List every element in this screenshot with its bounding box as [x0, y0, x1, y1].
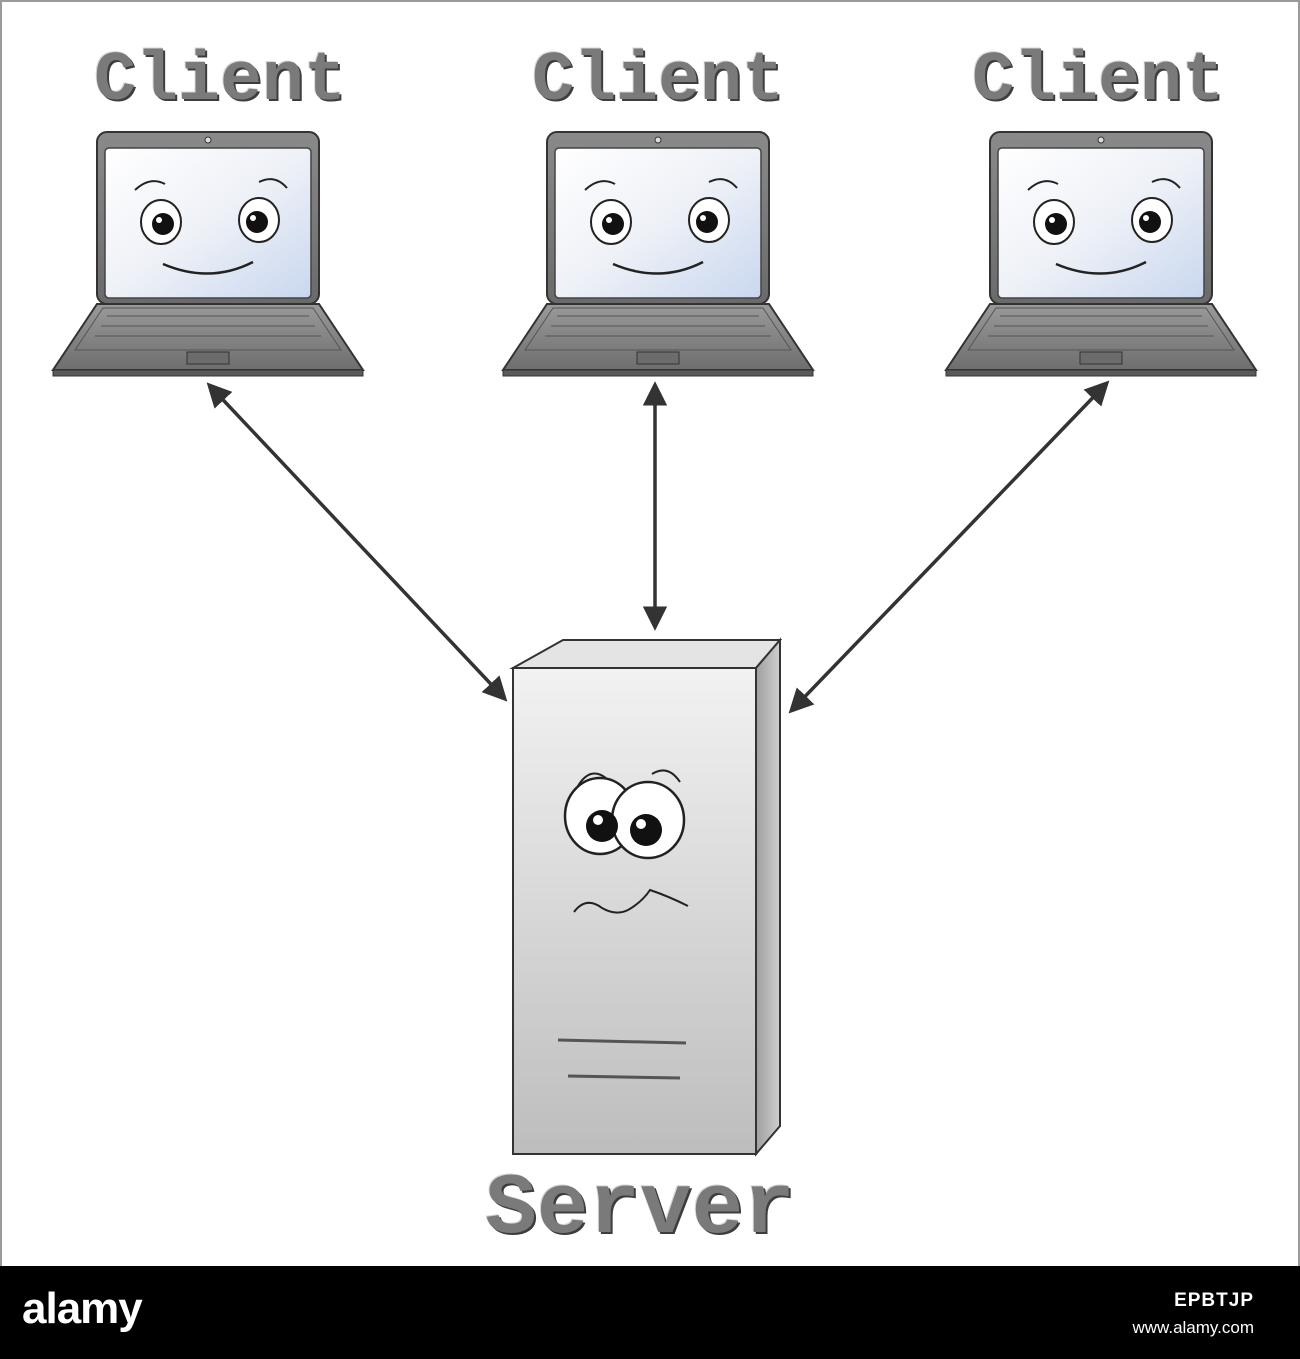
server-label: Server	[485, 1160, 795, 1258]
happy-face-icon	[1027, 178, 1181, 275]
connection-arrow-client-3	[788, 380, 1110, 714]
client-label-3: Client	[971, 42, 1225, 121]
client-label-1: Client	[93, 42, 347, 121]
client-server-diagram	[51, 131, 1258, 1157]
server-tower	[509, 637, 783, 1157]
laptop-icon	[944, 131, 1258, 377]
connection-arrow-client-1	[206, 382, 508, 702]
happy-face-icon	[584, 178, 738, 275]
stock-id-block: EPBTJP www.alamy.com	[1132, 1290, 1254, 1338]
connection-arrows	[206, 380, 1110, 714]
stock-code: EPBTJP	[1174, 1290, 1254, 1311]
client-label-2: Client	[531, 42, 785, 121]
client-laptop-2	[501, 131, 815, 377]
stock-site: www.alamy.com	[1132, 1318, 1254, 1337]
happy-face-icon	[134, 178, 288, 275]
client-laptop-3	[944, 131, 1258, 377]
brand-logo: alamy	[22, 1284, 143, 1333]
watermark-footer: alamy EPBTJP www.alamy.com	[0, 1266, 1300, 1359]
server-icon	[509, 637, 783, 1157]
laptop-icon	[51, 131, 365, 377]
laptop-icon	[501, 131, 815, 377]
client-laptop-1	[51, 131, 365, 377]
worried-face-icon	[563, 769, 689, 914]
